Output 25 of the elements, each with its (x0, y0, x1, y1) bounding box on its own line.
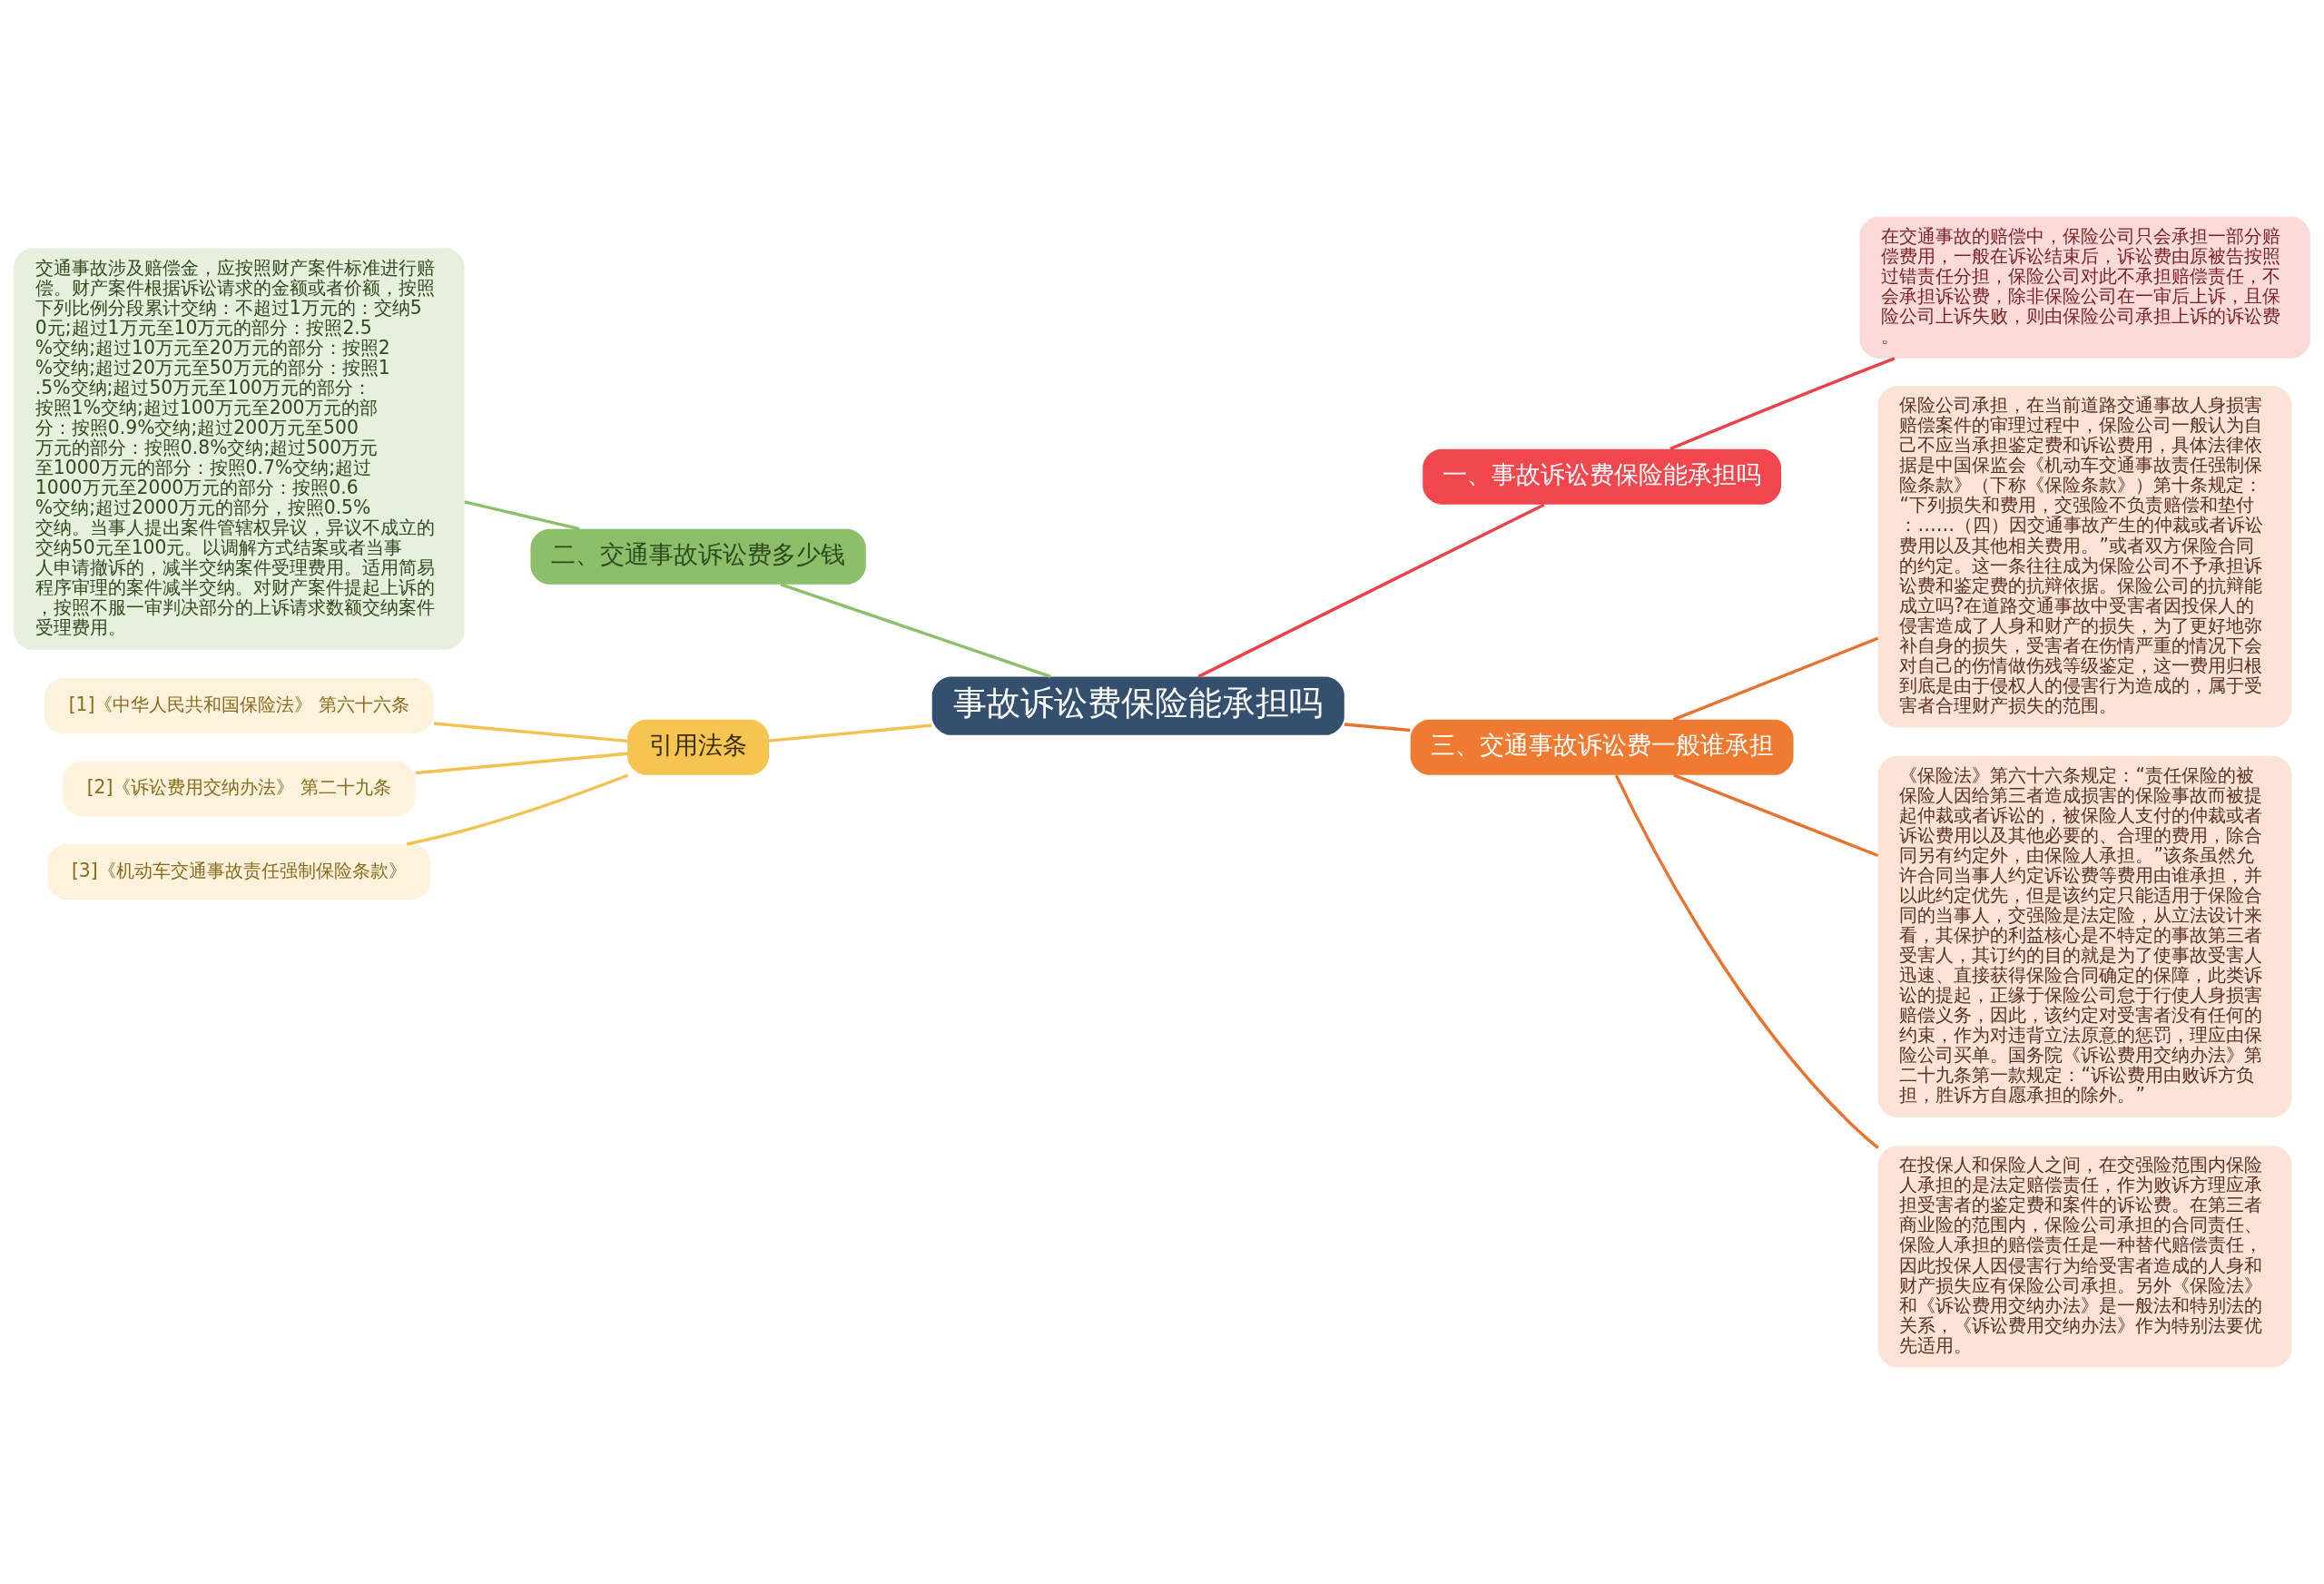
node-box: 二、交通事故诉讼费多少钱 (530, 528, 866, 585)
connector (768, 723, 932, 743)
node-box: 三、交通事故诉讼费一般谁承担 (1410, 719, 1794, 775)
node-box: 保险公司承担，在当前道路交通事故人身损害赔偿案件的审理过程中，保险公司一般认为自己不应当承担鉴定费和诉讼费用，具体法律依据是中国保监会《机动车交通事故责任强制保险条款》（下称《保险条款》）第十条规定：“下列损失和费用，交强险不负责赔偿和垫付：……（四）因交通事故产生的仲裁或者诉讼费用以及其他相关费用。”或者双方保险合同的约定。这一条往往成为保险公司不予承担诉讼费和鉴定费的抗辩依据。保险公司的抗辩能成立吗?在道路交通事故中受害者因投保人的侵害造成了人身和财产的损失，为了更好地弥补自身的损失，受害者在伤情严重的情况下会对自己的伤情做伤残等级鉴定，这一费用归根到底是由于侵权人的侵害行为造成的，属于受害者合理财产损失的范围。 (1877, 386, 2292, 728)
node-box: 引用法条 (627, 719, 770, 775)
node-box: 事故诉讼费保险能承担吗 (931, 676, 1344, 735)
connector (1614, 774, 1879, 1149)
connector (1669, 357, 1896, 451)
node-box: [1]《中华人民共和国保险法》 第六十六条 (44, 678, 434, 734)
connector (415, 752, 628, 775)
connector (1197, 503, 1545, 678)
node-box: 《保险法》第六十六条规定：“责任保险的被保险人因给第三者造成损害的保险事故而被提起仲裁或者诉讼的，被保险人支付的仲裁或者诉讼费用以及其他必要的、合理的费用，除合同另有约定外，由保险人承担。”该条虽然允许合同当事人约定诉讼费等费用由谁承担，并以此约定优先，但是该约定只能适用于保险合同的当事人，交强险是法定险，从立法设计来看，其保护的利益核心是不特定的事故第三者受害人，其订约的目的就是为了使事故受害人迅速、直接获得保险合同确定的保障，此类诉讼的提起，正缘于保险公司怠于行使人身损害赔偿义务，因此，该约定对受害者没有任何的约束，作为对违背立法原意的惩罚，理应由保险公司买单。国务院《诉讼费用交纳办法》第二十九条第一款规定：“诉讼费用由败诉方负担，胜诉方自愿承担的除外。” (1877, 755, 2292, 1117)
node-box: 在投保人和保险人之间，在交强险范围内保险人承担的是法定赔偿责任，作为败诉方理应承担受害者的鉴定费和案件的诉讼费。在第三者商业险的范围内，保险公司承担的合同责任、保险人承担的赔偿责任是一种替代赔偿责任，因此投保人因侵害行为给受害者造成的人身和财产损失应有保险公司承担。另外《保险法》和《诉讼费用交纳办法》是一般法和特别法的关系，《诉讼费用交纳办法》作为特别法要优先适用。 (1877, 1146, 2292, 1368)
connector (1672, 636, 1879, 722)
connector (464, 500, 580, 531)
node-box: 一、事故诉讼费保险能承担吗 (1423, 448, 1781, 505)
node-box: [3]《机动车交通事故责任强制保险条款》 (47, 844, 431, 900)
connector (433, 722, 628, 743)
connector (1673, 773, 1879, 858)
connector (1344, 723, 1411, 733)
connector (780, 583, 1051, 678)
node-box: 交通事故涉及赔偿金，应按照财产案件标准进行赔偿。财产案件根据诉讼请求的金额或者价额，按照下列比例分段累计交纳：不超过1万元的：交纳50元;超过1万元至10万元的部分：按照2.5%交纳;超过10万元至20万元的部分：按照2%交纳;超过20万元至50万元的部分：按照1.5%交纳;超过50万元至100万元的部分：按照1%交纳;超过100万元至200万元的部分：按照0.9%交纳;超过200万元至500万元的部分：按照0.8%交纳;超过500万元至1000万元的部分：按照0.7%交纳;超过1000万元至2000万元的部分：按照0.6%交纳;超过2000万元的部分，按照0.5%交纳。当事人提出案件管辖权异议，异议不成立的交纳50元至100元。以调解方式结案或者当事人申请撤诉的，减半交纳案件受理费用。适用简易程序审理的案件减半交纳。对财产案件提起上诉的，按照不服一审判决部分的上诉请求数额交纳案件受理费用。 (14, 248, 465, 650)
node-box: 在交通事故的赔偿中，保险公司只会承担一部分赔偿费用，一般在诉讼结束后，诉讼费由原被告按照过错责任分担，保险公司对此不承担赔偿责任，不会承担诉讼费，除非保险公司在一审后上诉，且保险公司上诉失败，则由保险公司承担上诉的诉讼费。 (1859, 216, 2310, 359)
connector (406, 773, 629, 846)
node-box: [2]《诉讼费用交纳办法》 第二十九条 (63, 761, 416, 817)
